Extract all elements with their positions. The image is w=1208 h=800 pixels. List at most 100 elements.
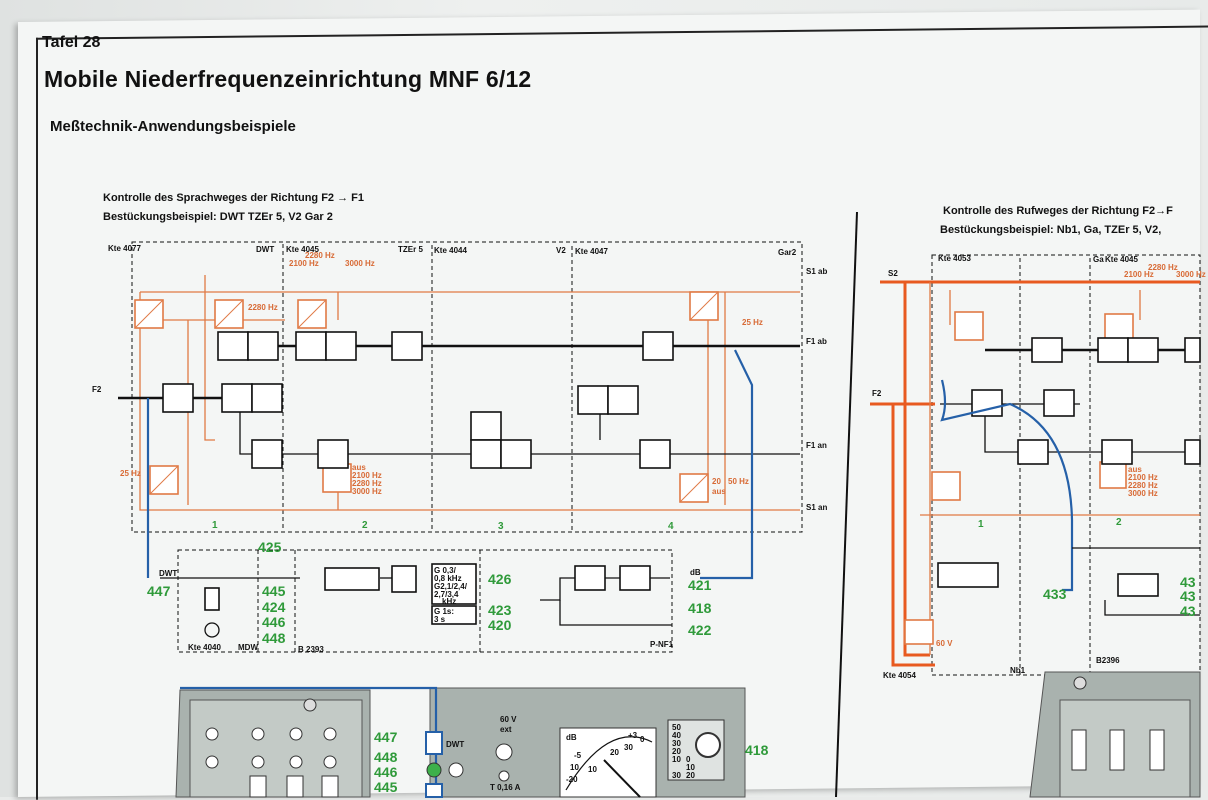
- meter-scale: -20: [566, 775, 578, 784]
- schematic-node: [323, 727, 337, 741]
- meter-label: G2,1/2,4/: [434, 582, 468, 591]
- analog-meter: [559, 727, 657, 798]
- meter-scale: dB: [566, 733, 577, 742]
- schematic-node: [498, 770, 510, 782]
- callout-number: 43: [1180, 603, 1196, 619]
- schematic-wire: [903, 282, 930, 657]
- range-label: 50: [672, 723, 681, 732]
- section-label: 3: [498, 521, 504, 532]
- schematic-node: [204, 622, 220, 638]
- panel-divider: [835, 211, 858, 798]
- freq-label: 2100 Hz: [289, 259, 319, 268]
- meter-scale: -5: [574, 751, 582, 760]
- panel-label: DWT: [446, 740, 464, 749]
- panel-label: T 0,16 A: [490, 783, 521, 792]
- port-label: F1 an: [806, 441, 827, 450]
- schematic-wire: [139, 292, 800, 511]
- schematic-wire: [134, 299, 164, 329]
- range-label: 40: [672, 731, 681, 740]
- schematic-node: [323, 755, 337, 769]
- schematic-block: [1184, 439, 1201, 465]
- schematic-block: [1043, 389, 1075, 417]
- freq-label: aus: [1128, 465, 1142, 474]
- amp-block: [639, 439, 671, 469]
- schematic-block: [249, 775, 267, 798]
- module-label: P-NF1: [650, 640, 674, 649]
- amp-block: [470, 411, 502, 441]
- schematic-node: [426, 762, 442, 778]
- schematic-block: [1149, 729, 1165, 771]
- module-label: Kte 4045: [286, 245, 319, 254]
- meter-label: G 1s:: [434, 607, 454, 616]
- module-label: Kte 4053: [938, 254, 971, 263]
- amp-block: [295, 331, 327, 361]
- schematic-block: [1127, 337, 1159, 363]
- schematic-block: [324, 567, 380, 591]
- schematic-wire: [565, 736, 653, 791]
- schematic-block: [425, 731, 443, 755]
- port-label: F2: [872, 389, 882, 398]
- freq-label: 60 V: [936, 639, 953, 648]
- amp-block: [251, 383, 283, 413]
- page-subtitle: Meßtechnik-Anwendungsbeispiele: [50, 118, 296, 135]
- meter-scale: 30: [624, 743, 633, 752]
- schematic-block: [431, 605, 477, 625]
- amp-block: [500, 439, 532, 469]
- schematic-node: [289, 727, 303, 741]
- section-label: 4: [668, 521, 674, 532]
- module-label: Kte 4077: [108, 244, 141, 253]
- schematic-wire: [891, 404, 935, 667]
- meter-label: 2,7/3,4: [434, 590, 459, 599]
- section-label: 2: [1116, 517, 1122, 528]
- freq-label: 25 Hz: [120, 469, 141, 478]
- section-label: 1: [212, 520, 218, 531]
- schematic-node: [303, 698, 317, 712]
- module-label: Ga: [1093, 255, 1104, 264]
- callout-number: 448: [374, 749, 398, 765]
- schematic-wire: [559, 600, 672, 626]
- range-label: 20: [686, 771, 695, 780]
- schematic-wire: [940, 379, 1074, 592]
- schematic-wire: [149, 465, 179, 495]
- schematic-block: [574, 565, 606, 591]
- schematic-wire: [214, 299, 244, 329]
- schematic-block: [425, 783, 443, 798]
- module-label: TZEr 5: [398, 245, 423, 254]
- callout-number: 445: [374, 779, 398, 795]
- freq-label: 3000 Hz: [352, 487, 382, 496]
- right-panel-title: Kontrolle des Rufweges der Richtung F2→F: [943, 205, 1173, 217]
- freq-label: 50 Hz: [728, 477, 749, 486]
- schematic-block: [1071, 729, 1087, 771]
- callout-number: 433: [1043, 586, 1067, 602]
- panel-label: ext: [500, 725, 512, 734]
- schematic-block: [619, 565, 651, 591]
- schematic-block: [286, 775, 304, 798]
- callout-number: 447: [374, 729, 398, 745]
- module-label: B 2393: [298, 645, 324, 654]
- schematic-node: [251, 727, 265, 741]
- callout-number: 446: [374, 764, 398, 780]
- schematic-block: [904, 619, 934, 645]
- amp-block: [642, 331, 674, 361]
- amp-block: [470, 439, 502, 469]
- callout-number: 445: [262, 583, 286, 599]
- schematic-block: [204, 587, 220, 611]
- amp-block: [391, 331, 423, 361]
- left-main-box: [131, 241, 803, 533]
- meter-scale: 10: [588, 765, 597, 774]
- amp-block: [217, 331, 249, 361]
- port-label: S1 an: [806, 503, 827, 512]
- section-label: 1: [978, 519, 984, 530]
- amp-block: [577, 385, 609, 415]
- amp-block: [247, 331, 279, 361]
- callout-number: 421: [688, 577, 712, 593]
- schematic-node: [448, 762, 464, 778]
- amp-block: [325, 331, 357, 361]
- schematic-block: [931, 471, 961, 501]
- port-label: F1 ab: [806, 337, 827, 346]
- range-label: 0: [686, 755, 691, 764]
- schematic-block: [1109, 729, 1125, 771]
- port-label: F2: [92, 385, 102, 394]
- schematic-wire: [1104, 600, 1200, 616]
- freq-label: 20: [712, 477, 721, 486]
